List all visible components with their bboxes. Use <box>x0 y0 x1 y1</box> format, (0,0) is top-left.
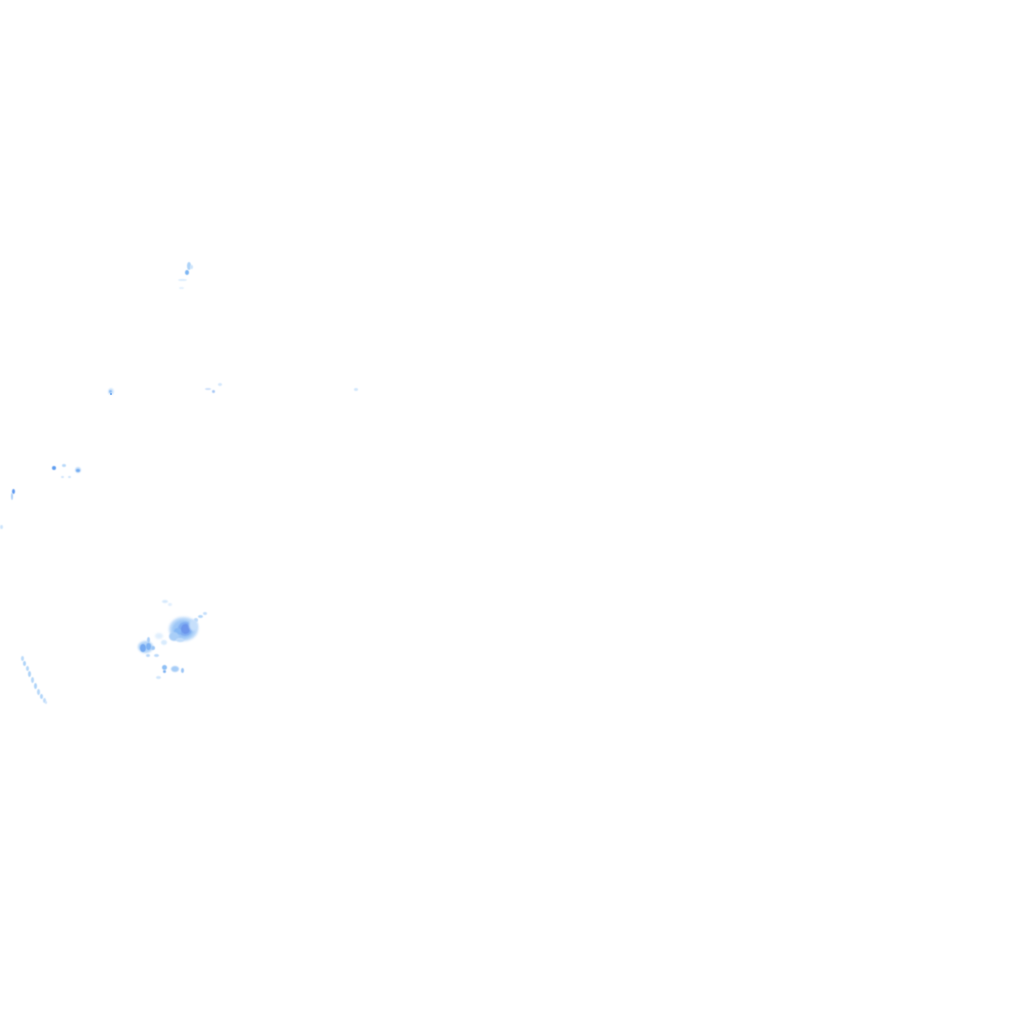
precipitation-cell <box>218 383 222 386</box>
precipitation-cell <box>179 287 184 289</box>
precipitation-cell <box>146 654 150 657</box>
precipitation-cell <box>168 603 172 606</box>
precipitation-cell <box>169 632 179 641</box>
precipitation-cell <box>156 676 161 679</box>
precipitation-cell <box>61 476 64 478</box>
precipitation-cell <box>161 640 167 645</box>
precipitation-cell <box>354 388 358 391</box>
precipitation-cell <box>205 388 211 390</box>
precipitation-cell <box>185 270 189 275</box>
precipitation-cell <box>181 624 190 634</box>
precipitation-cell <box>45 701 47 704</box>
precipitation-cell <box>43 698 46 703</box>
precipitation-cell <box>21 656 24 661</box>
precipitation-cell <box>75 467 81 473</box>
precipitation-cell <box>0 525 3 529</box>
precipitation-cell <box>190 265 193 269</box>
precipitation-cell <box>108 388 114 395</box>
precipitation-cell <box>68 476 71 478</box>
precipitation-cell <box>178 279 187 281</box>
precipitation-cell <box>172 620 194 639</box>
precipitation-cell <box>174 628 181 635</box>
precipitation-cell <box>212 390 215 393</box>
precipitation-cell <box>187 262 191 270</box>
precipitation-cell <box>189 620 198 631</box>
precipitation-cell <box>203 612 207 615</box>
precipitation-cell <box>163 670 166 673</box>
precipitation-cell <box>76 469 80 472</box>
precipitation-cell <box>12 489 15 494</box>
precipitation-cell <box>151 646 155 650</box>
precipitation-cell <box>154 654 159 657</box>
precipitation-cell <box>178 622 192 636</box>
precipitation-cell <box>181 668 184 673</box>
precipitation-cell <box>23 661 26 666</box>
precipitation-cell <box>146 643 151 650</box>
precipitation-cell <box>162 665 167 670</box>
precipitation-cell <box>171 666 179 672</box>
precipitation-cell <box>28 671 31 677</box>
precipitation-cell <box>26 666 29 671</box>
precipitation-cell <box>52 466 56 470</box>
precipitation-cell <box>198 615 203 618</box>
precipitation-cell <box>110 393 112 395</box>
precipitation-cell <box>34 683 37 689</box>
precipitation-cell <box>176 638 184 642</box>
precipitation-cell <box>11 493 13 500</box>
precipitation-cell <box>109 390 112 393</box>
precipitation-cell <box>162 600 168 603</box>
precipitation-cell <box>194 618 198 622</box>
precipitation-cell <box>62 464 66 467</box>
precipitation-cell <box>140 644 146 652</box>
precipitation-cell <box>37 689 40 695</box>
precipitation-cell <box>40 694 43 699</box>
precipitation-cell <box>147 637 150 643</box>
precipitation-cell <box>31 677 34 683</box>
precipitation-cell <box>169 617 198 641</box>
precipitation-cell <box>138 641 153 653</box>
precipitation-cell <box>155 633 163 639</box>
